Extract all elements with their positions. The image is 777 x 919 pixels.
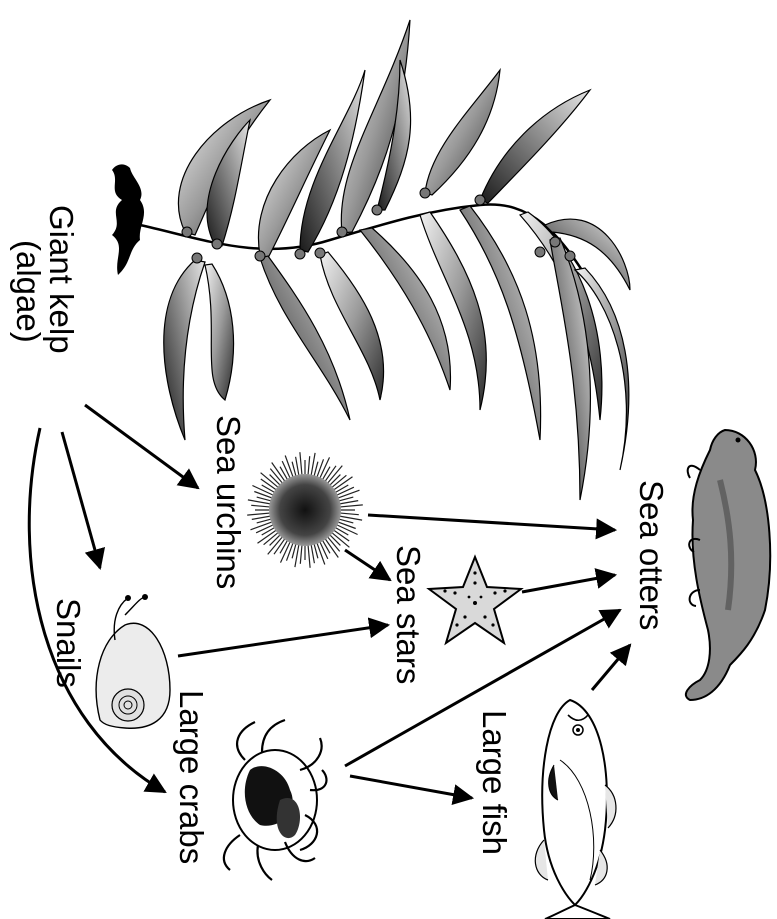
label-sea-otters: Sea otters (633, 480, 670, 630)
sea-otter-icon (686, 430, 770, 700)
arrow-stars-to-otters (522, 575, 615, 592)
arrow-urchins-to-otters (368, 515, 615, 530)
label-sea-stars: Sea stars (390, 545, 427, 684)
arrow-fish-to-otters (592, 645, 630, 690)
label-giant-kelp-sub: (algae) (10, 240, 47, 343)
arrow-urchins-to-stars (345, 550, 390, 580)
arrow-kelp-to-snails (62, 432, 100, 568)
arrow-kelp-to-crabs (29, 428, 165, 792)
arrow-snails-to-stars (178, 625, 388, 656)
label-large-fish: Large fish (476, 710, 513, 855)
arrow-crabs-to-fish (350, 776, 472, 798)
fish-icon (535, 700, 616, 919)
crab-icon (224, 720, 327, 880)
label-giant-kelp: Giant kelp (43, 205, 80, 354)
sea-star-icon (429, 557, 521, 643)
label-snails: Snails (50, 598, 87, 688)
label-large-crabs: Large crabs (173, 690, 210, 864)
food-web-arrows (29, 405, 630, 798)
giant-kelp-icon (112, 20, 630, 500)
label-sea-urchins: Sea urchins (210, 415, 247, 589)
snail-icon (96, 594, 170, 728)
